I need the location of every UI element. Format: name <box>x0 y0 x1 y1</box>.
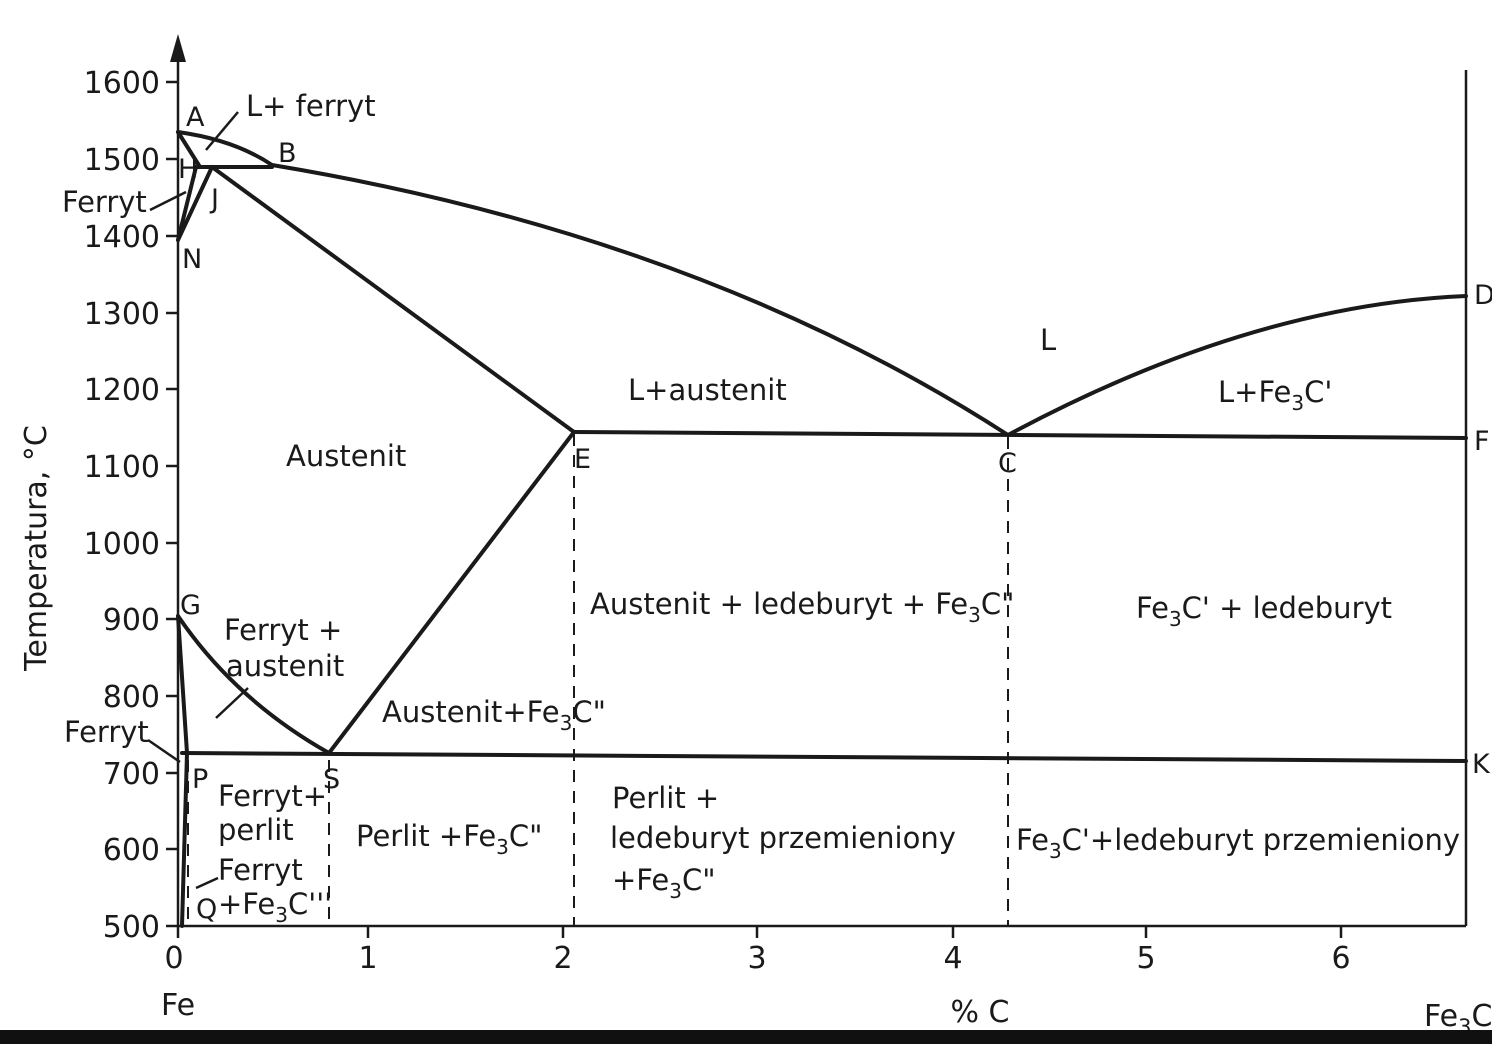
y-tick-label: 1000 <box>84 527 160 562</box>
region-ferryt-fe3c-line2: +Fe3C''' <box>218 887 332 927</box>
solidus-ah <box>176 130 202 169</box>
y-tick-label: 1300 <box>84 297 160 332</box>
point-label-j: J <box>209 184 219 215</box>
x-axis-title: % C <box>951 995 1010 1030</box>
fe-end-label: Fe <box>161 988 195 1023</box>
y-axis-arrow <box>170 34 186 62</box>
region-l-austenit: L+austenit <box>628 373 787 407</box>
x-tick-label: 4 <box>943 941 962 976</box>
y-tick-label: 1400 <box>84 220 160 255</box>
region-ferryt-perlit-line2: perlit <box>218 813 294 847</box>
acm-line-es <box>327 430 576 755</box>
point-label-k: K <box>1472 749 1491 780</box>
point-label-h: H <box>178 154 198 185</box>
region-perlit-ledeburyt-line1: Perlit + <box>612 781 719 815</box>
y-tick-label: 500 <box>103 910 160 945</box>
liquidus-ab <box>176 130 274 167</box>
leader-l-ferryt <box>205 111 239 151</box>
x-axis: 0 1 2 3 4 5 6 Fe % C Fe3C <box>161 70 1492 1039</box>
x-tick-label: 6 <box>1331 941 1350 976</box>
line-gp <box>176 614 189 755</box>
phase-lines <box>176 130 1468 928</box>
liquidus-bc <box>270 163 1010 437</box>
point-label-f: F <box>1474 426 1490 457</box>
y-tick-label: 800 <box>103 680 160 715</box>
region-labels: L+ ferryt Ferryt L L+austenit L+Fe3C' Au… <box>62 89 1460 927</box>
region-perlit-ledeburyt-line3: +Fe3C" <box>612 863 716 903</box>
point-label-s: S <box>323 764 340 795</box>
x-tick-label: 5 <box>1136 941 1155 976</box>
y-tick-label: 700 <box>103 757 160 792</box>
leader-ferryt-top <box>149 190 187 212</box>
region-ferryt-fe3c-line1: Ferryt <box>218 853 303 887</box>
point-label-c: C <box>998 448 1017 479</box>
y-tick-label: 900 <box>103 603 160 638</box>
liquidus-cd <box>1006 294 1468 437</box>
solvus-pq <box>180 751 189 928</box>
point-label-b: B <box>278 138 297 169</box>
point-label-d: D <box>1474 280 1492 311</box>
region-fe3c-ledeburyt: Fe3C' + ledeburyt <box>1136 591 1392 631</box>
region-ferryt-perlit-line1: Ferryt+ <box>218 779 327 813</box>
region-austenit-ledeburyt-fe3c: Austenit + ledeburyt + Fe3C" <box>590 587 1014 627</box>
region-liquid: L <box>1040 323 1056 357</box>
x-tick-label: 2 <box>553 941 572 976</box>
leader-ferryt-low <box>147 738 181 764</box>
region-austenit: Austenit <box>286 439 406 473</box>
point-label-n: N <box>182 244 202 275</box>
region-austenit-fe3c: Austenit+Fe3C" <box>382 695 606 735</box>
point-label-q: Q <box>196 894 217 925</box>
scan-edge-shadow <box>0 1030 1492 1044</box>
dashed-lines <box>187 434 1009 926</box>
region-perlit-fe3c: Perlit +Fe3C" <box>356 819 543 859</box>
x-tick-label: 0 <box>164 941 183 976</box>
region-l-ferryt: L+ ferryt <box>246 89 376 123</box>
x-tick-label: 1 <box>358 941 377 976</box>
y-axis-title: Temperatura, °C <box>19 425 54 672</box>
point-label-p: P <box>192 764 208 795</box>
solidus-je <box>210 165 576 434</box>
leader-ferryt-fe3c <box>195 876 219 890</box>
region-ferryt-low: Ferryt <box>64 715 149 749</box>
y-axis: 1600 1500 1400 1300 1200 1100 1000 900 8… <box>19 34 186 945</box>
y-axis-ticks <box>166 80 178 928</box>
x-tick-label: 3 <box>747 941 766 976</box>
y-tick-label: 600 <box>103 833 160 868</box>
line-jn <box>176 165 214 242</box>
point-label-e: E <box>574 444 591 475</box>
point-label-g: G <box>180 590 201 621</box>
region-ferryt-austenit-line2: austenit <box>226 649 344 683</box>
point-labels: A B H J N D E C F G P S K Q <box>178 102 1492 925</box>
leader-ferryt-austenit <box>215 687 249 719</box>
leader-lines <box>147 111 249 890</box>
y-tick-label: 1600 <box>84 66 160 101</box>
y-tick-label: 1100 <box>84 450 160 485</box>
region-fe3c-ledeburyt-przemieniony: Fe3C'+ledeburyt przemieniony <box>1016 823 1460 863</box>
eutectoid-line-psk <box>180 751 1468 763</box>
region-ferryt-austenit-line1: Ferryt + <box>224 613 342 647</box>
y-tick-label: 1200 <box>84 373 160 408</box>
eutectic-line-ecf <box>572 430 1468 440</box>
y-tick-label: 1500 <box>84 143 160 178</box>
region-l-fe3c: L+Fe3C' <box>1218 375 1332 415</box>
region-ferryt-top: Ferryt <box>62 185 147 219</box>
point-label-a: A <box>186 102 205 133</box>
region-perlit-ledeburyt-line2: ledeburyt przemieniony <box>610 821 956 855</box>
line-hn <box>176 165 198 242</box>
